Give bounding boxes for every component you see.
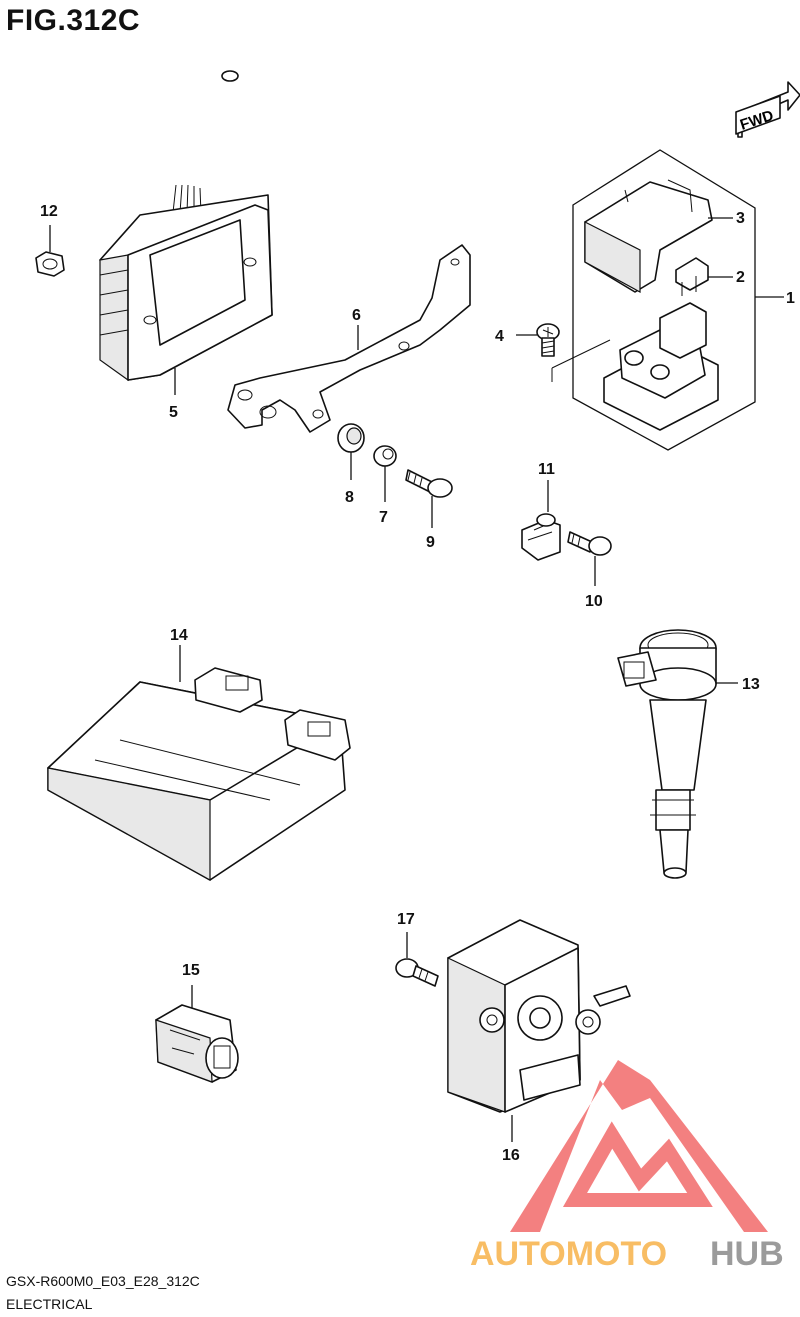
model-code: GSX-R600M0_E03_E28_312C — [6, 1273, 200, 1289]
connector-part-15 — [155, 985, 239, 1083]
category-label: ELECTRICAL — [6, 1296, 93, 1312]
callout-7: 7 — [379, 509, 388, 526]
screw-part-4 — [516, 323, 560, 357]
nut-part — [35, 225, 65, 277]
clamp-part — [521, 480, 561, 561]
bolt-part-10 — [567, 531, 612, 586]
bolt-part-17 — [395, 932, 439, 987]
callout-3: 3 — [736, 210, 745, 227]
callout-5: 5 — [169, 404, 178, 421]
callout-15: 15 — [182, 962, 200, 979]
starter-relay-assembly — [551, 149, 784, 451]
collar-part — [373, 445, 397, 502]
callout-6: 6 — [352, 307, 361, 324]
callout-2: 2 — [736, 269, 745, 286]
callout-14: 14 — [170, 627, 188, 644]
callout-11: 11 — [538, 461, 555, 478]
ecm-unit — [47, 645, 351, 882]
ignition-coil — [617, 629, 738, 879]
callout-4: 4 — [495, 328, 504, 345]
bolt-part-9 — [405, 469, 453, 528]
callout-12: 12 — [40, 203, 58, 220]
figure-title: FIG.312C — [6, 4, 141, 37]
callout-13: 13 — [742, 676, 760, 693]
callout-1: 1 — [786, 290, 795, 307]
grommet-part — [337, 423, 365, 480]
callout-9: 9 — [426, 534, 435, 551]
callout-8: 8 — [345, 489, 354, 506]
watermark-text-main: AUTOMOTO — [470, 1235, 667, 1273]
watermark-triangle-icon — [510, 1060, 768, 1232]
callout-17: 17 — [397, 911, 415, 928]
callout-16: 16 — [502, 1147, 520, 1164]
regulator-rectifier — [99, 69, 273, 395]
callout-10: 10 — [585, 593, 603, 610]
bracket-part — [227, 244, 471, 433]
watermark-logo: AUTOMOTO HUB — [470, 1060, 784, 1273]
servo-motor-part — [447, 919, 631, 1142]
watermark-text-hub: HUB — [710, 1235, 784, 1273]
fwd-arrow-icon: FWD — [735, 81, 800, 138]
